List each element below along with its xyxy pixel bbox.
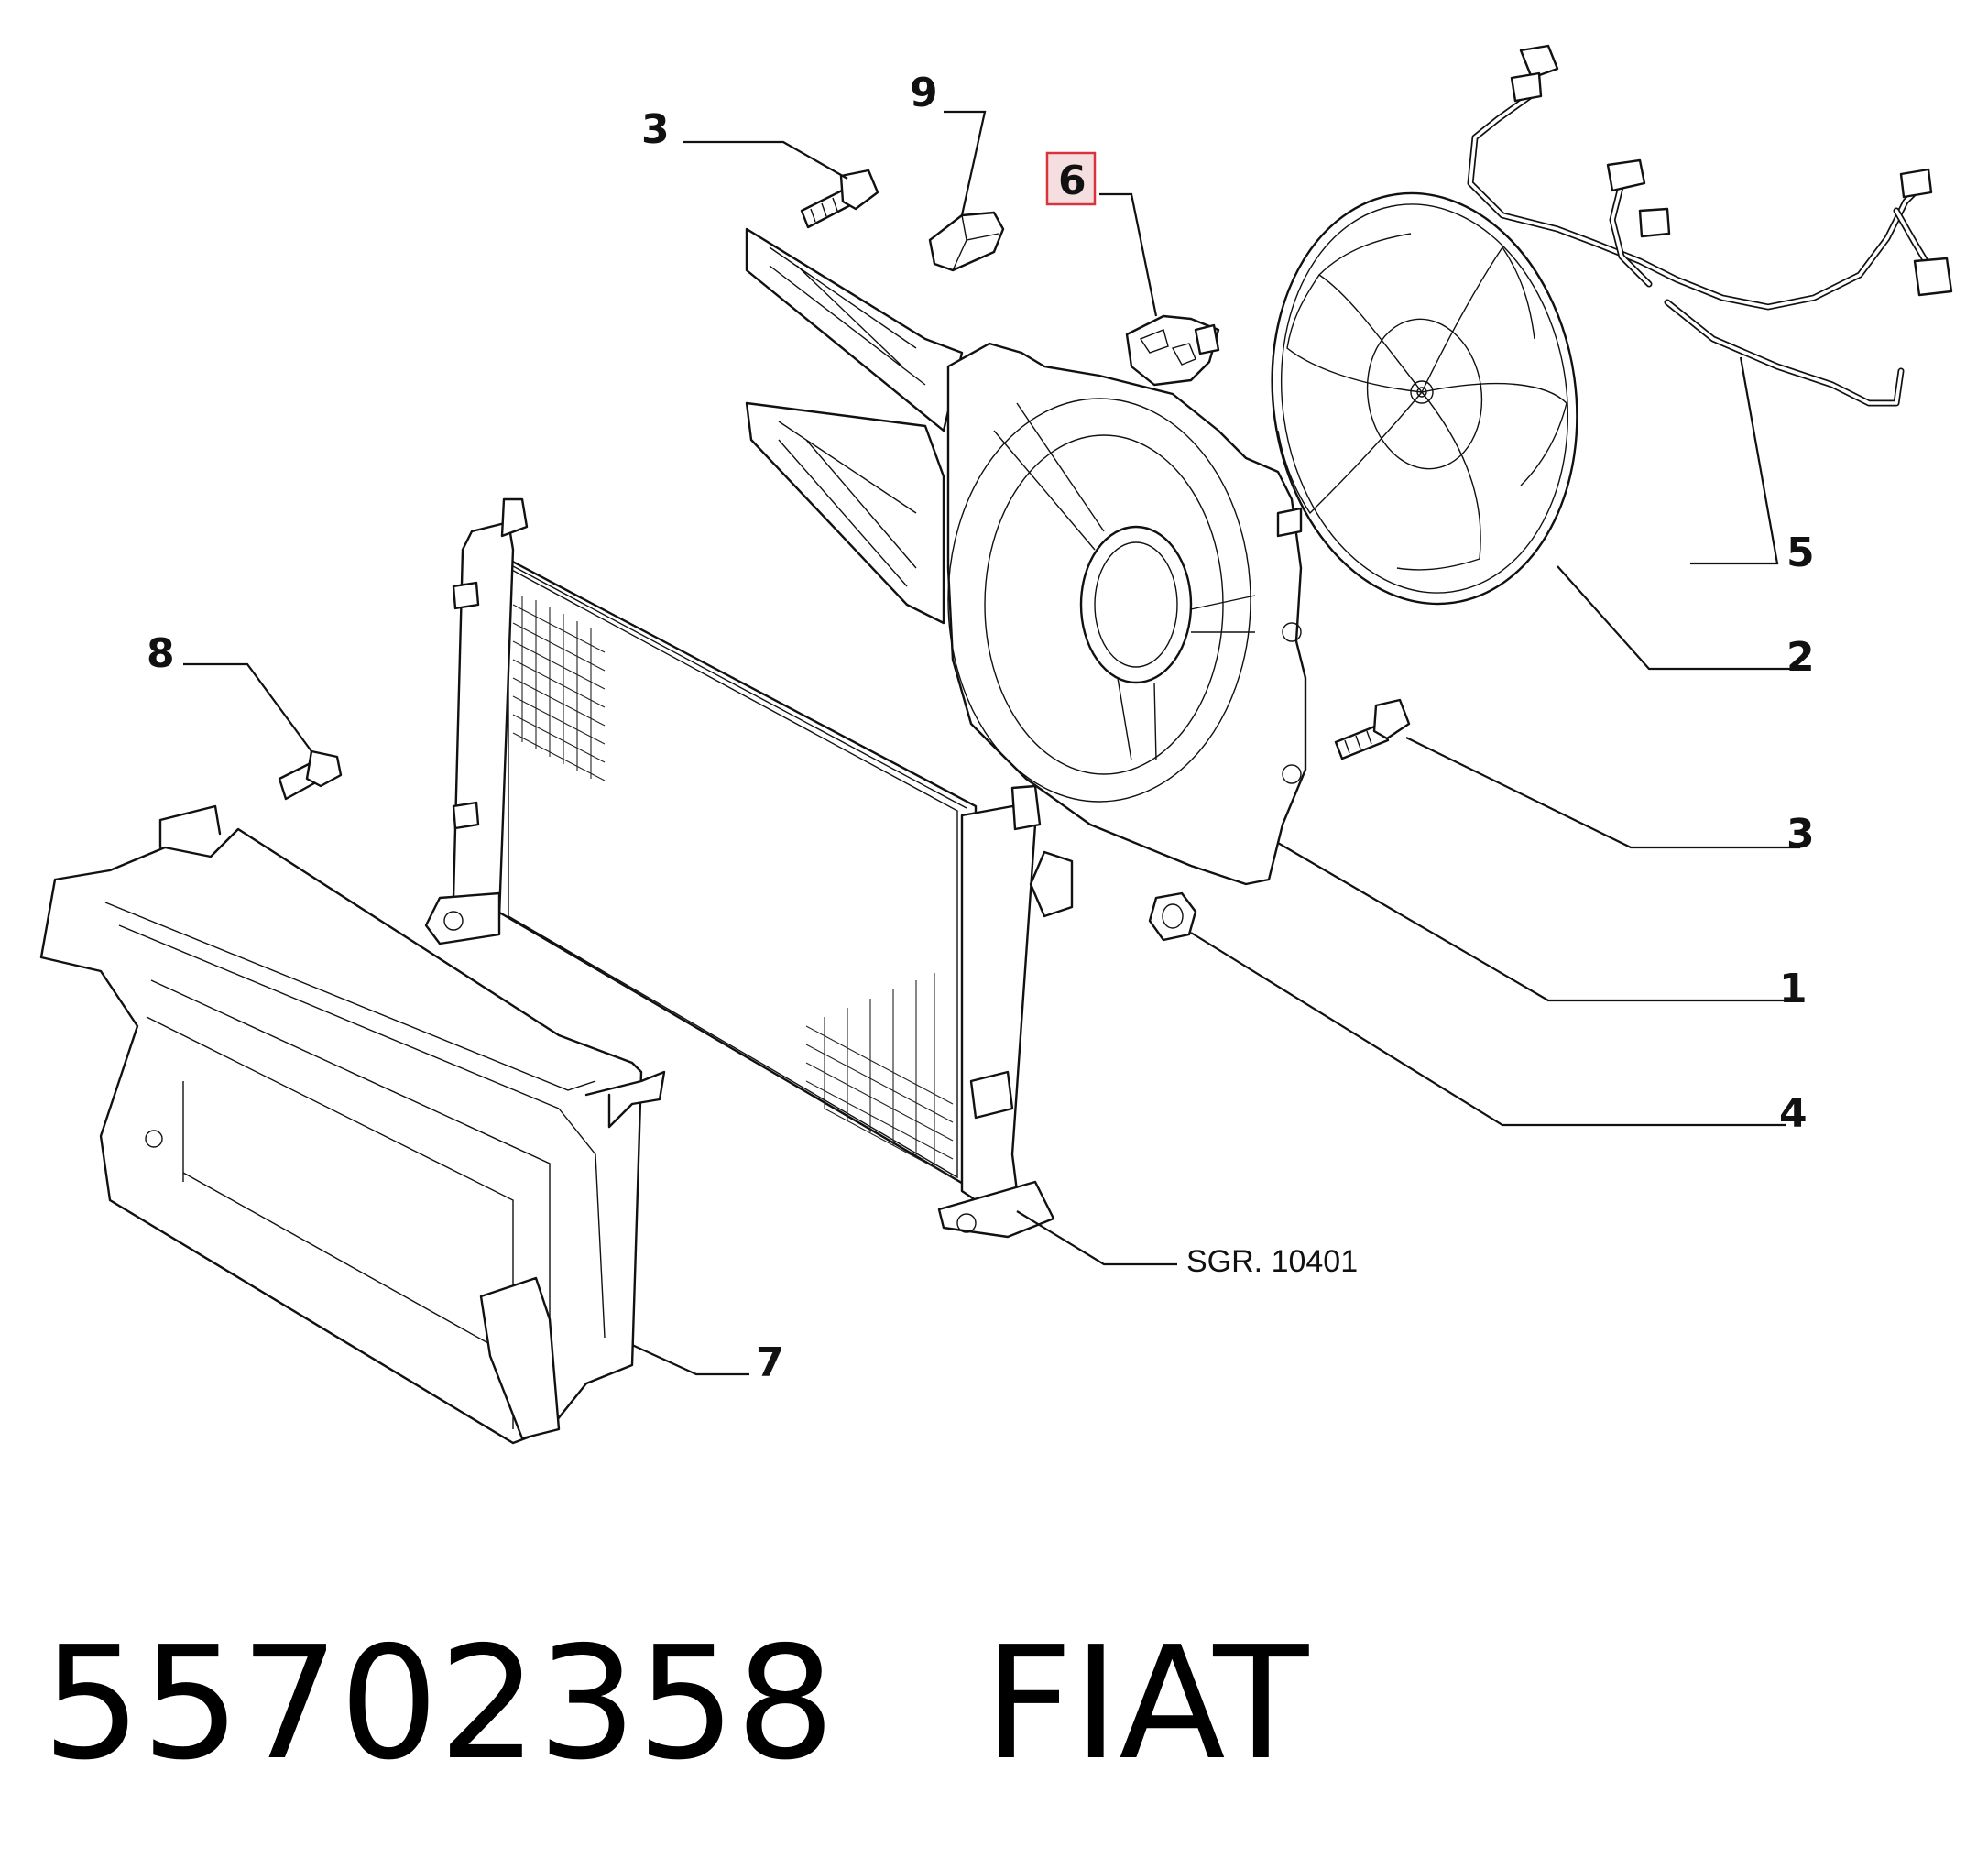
footer: 55702358 FIAT <box>42 1626 1308 1782</box>
callout-7: 7 <box>756 1339 784 1386</box>
part-3-bolt-lower <box>1334 698 1411 760</box>
leader-sgr <box>1016 1210 1177 1266</box>
callout-8: 8 <box>147 630 175 677</box>
leader-3-lower <box>1405 737 1800 849</box>
callout-5: 5 <box>1786 530 1815 576</box>
part-3-bolt-upper <box>800 169 879 229</box>
leader-3-upper <box>683 140 848 180</box>
radiator <box>424 497 1074 1239</box>
callout-labels: 3 9 6 5 2 8 3 1 4 7 SGR. 10401 <box>147 70 1815 1386</box>
callout-3-upper: 3 <box>641 106 670 153</box>
leader-5 <box>1690 356 1779 565</box>
callout-4: 4 <box>1779 1090 1808 1137</box>
leader-4 <box>1190 932 1786 1127</box>
part-8-bolt <box>278 749 343 801</box>
leader-9 <box>944 110 987 216</box>
leader-7 <box>631 1343 749 1376</box>
part-4-nut <box>1148 891 1197 942</box>
callout-9: 9 <box>910 70 938 116</box>
brand: FIAT <box>983 1613 1309 1795</box>
part-6-resistor <box>1125 314 1220 387</box>
part-9-clip <box>928 211 1005 272</box>
callout-2: 2 <box>1786 634 1815 681</box>
leader-6 <box>1099 192 1158 317</box>
reference-sgr-label: SGR. 10401 <box>1186 1244 1358 1279</box>
callout-3-lower: 3 <box>1786 811 1815 858</box>
leader-lines <box>183 110 1800 1376</box>
part-1-fan-shroud <box>745 227 1307 886</box>
leader-8 <box>183 662 312 752</box>
callout-1: 1 <box>1779 966 1808 1012</box>
part-2-fan <box>1271 191 1578 606</box>
leader-2 <box>1557 565 1800 671</box>
part-7-air-deflector <box>39 804 666 1445</box>
part-number: 55702358 <box>42 1613 836 1795</box>
callout-6: 6 <box>1058 158 1087 204</box>
callout-6-highlight-box <box>1045 151 1097 206</box>
leader-1 <box>1277 842 1786 1002</box>
part-5-wiring-harness <box>1467 44 1953 407</box>
